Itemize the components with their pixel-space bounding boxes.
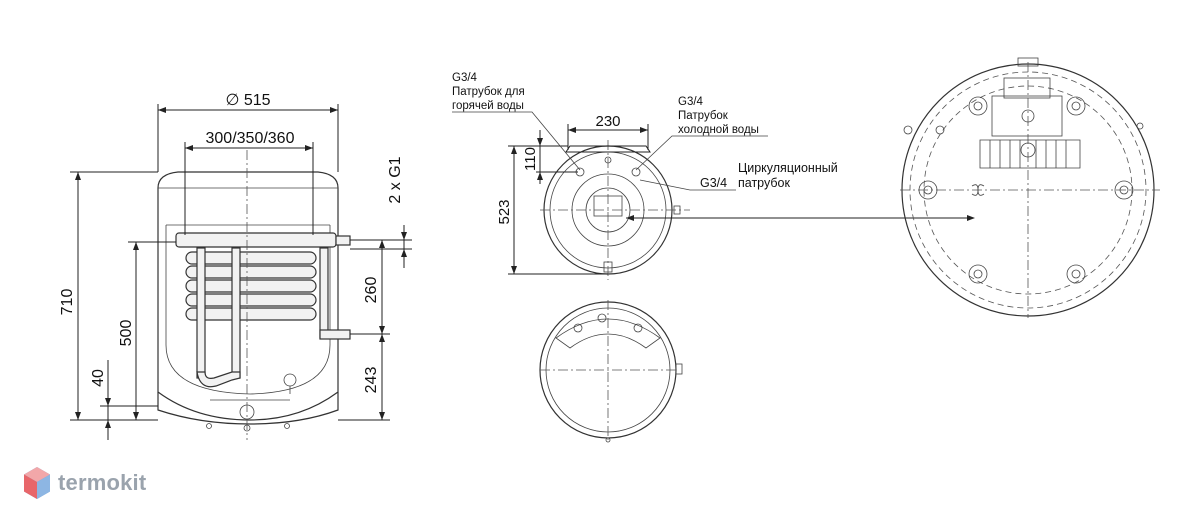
brand-name: termokit xyxy=(58,470,147,495)
heating-coil xyxy=(185,251,317,321)
cold-size-label: G3/4 xyxy=(678,96,704,108)
tank-body-outline xyxy=(157,171,339,421)
diameter-label: ∅ 515 xyxy=(225,92,270,109)
height-500-label: 500 xyxy=(118,320,135,347)
coil-top-pipe xyxy=(175,232,337,248)
top-view: 230 110 523 G3/4 Патрубок для горячей во… xyxy=(452,72,975,280)
dim-110-label: 110 xyxy=(522,147,539,171)
hot-label-line2: горячей воды xyxy=(452,100,524,112)
circ-size-label: G3/4 xyxy=(700,176,727,190)
front-view: ∅ 515 300/350/360 710 500 40 2 xyxy=(59,92,412,440)
circ-label-line2: патрубок xyxy=(738,176,790,190)
height-total-label: 710 xyxy=(59,289,76,316)
hot-label-line1: Патрубок для xyxy=(452,86,525,98)
dim-230-label: 230 xyxy=(595,113,620,130)
width-options-label: 300/350/360 xyxy=(206,130,295,147)
cold-label-line2: холодной воды xyxy=(678,124,759,136)
height-40-label: 40 xyxy=(90,369,107,387)
height-243-label: 243 xyxy=(363,367,380,394)
bottom-view xyxy=(539,300,683,443)
hot-size-label: G3/4 xyxy=(452,72,478,84)
connection-label: 2 x G1 xyxy=(387,156,404,203)
cold-label-line1: Патрубок xyxy=(678,110,729,122)
flange-bolts xyxy=(918,96,1134,284)
spacing-260-label: 260 xyxy=(363,277,380,304)
brand-logo: termokit xyxy=(22,466,146,500)
circ-label-line1: Циркуляционный xyxy=(738,161,838,175)
dim-523-label: 523 xyxy=(496,199,513,224)
detail-view xyxy=(900,57,1160,318)
brand-hexagon-icon xyxy=(24,467,50,499)
